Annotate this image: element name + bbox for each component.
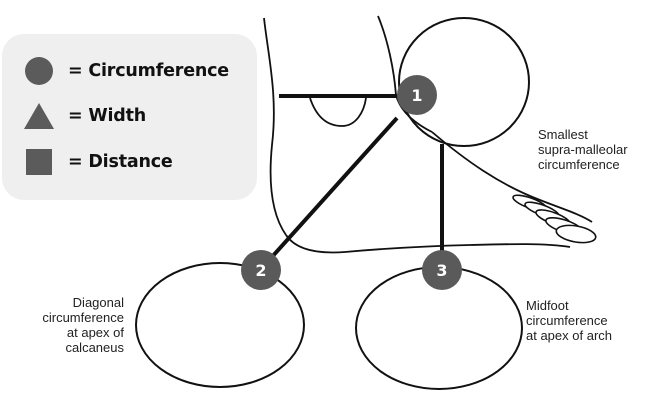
callout-line: at apex of	[66, 325, 124, 340]
callout-line: circumference	[42, 310, 124, 325]
callout-line: Diagonal	[72, 295, 124, 310]
callout-line: circumference	[526, 313, 608, 328]
legend-label: = Width	[68, 106, 147, 126]
legend-label: = Distance	[68, 152, 173, 172]
marker-3: 3	[422, 250, 462, 290]
callout-3: Midfoot circumference at apex of arch	[526, 298, 612, 343]
circumference-ellipse-2	[135, 262, 305, 388]
legend-item-triangle: = Width	[24, 101, 146, 131]
callout-line: Midfoot	[526, 298, 569, 313]
callout-line: supra-malleolar	[538, 142, 628, 157]
legend: = Circumference = Width = Distance	[2, 34, 257, 200]
callout-line: at apex of arch	[526, 328, 612, 343]
ankle-bone	[309, 97, 367, 127]
circumference-ellipse-1	[398, 17, 530, 147]
legend-item-circle: = Circumference	[24, 56, 229, 86]
callout-line: circumference	[538, 157, 620, 172]
marker-1: 1	[397, 75, 437, 115]
legend-item-square: = Distance	[24, 147, 173, 177]
toes	[512, 194, 597, 244]
marker-2: 2	[241, 250, 281, 290]
shin-outline-left	[263, 17, 287, 236]
square-icon	[24, 147, 54, 177]
callout-2: Diagonal circumference at apex of calcan…	[42, 295, 124, 355]
callout-line: Smallest	[538, 127, 588, 142]
instep-outline	[431, 131, 593, 223]
triangle-icon	[24, 101, 54, 131]
callout-1: Smallest supra-malleolar circumference	[538, 127, 628, 172]
legend-label: = Circumference	[68, 61, 229, 81]
circle-icon	[24, 56, 54, 86]
heel-outline	[285, 234, 571, 254]
shin-outline-right	[377, 15, 433, 133]
callout-line: calcaneus	[65, 340, 124, 355]
measure-line-2	[260, 116, 399, 270]
